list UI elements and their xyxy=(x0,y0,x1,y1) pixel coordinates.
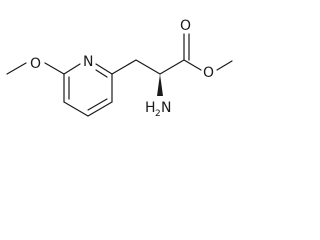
bond-ccarbonyl-oester xyxy=(183,59,202,71)
bond-o-ring-c6 xyxy=(44,62,65,75)
bond-n1-c2 xyxy=(95,63,113,75)
atom-ring-nitrogen: N xyxy=(83,54,93,70)
bond-n1-c2-inner xyxy=(95,69,108,78)
bond-c3-c4-inner xyxy=(87,98,108,111)
bond-c2-ch2 xyxy=(111,59,137,75)
bond-c6-n1 xyxy=(63,63,81,75)
wedge-bond-amine xyxy=(157,74,163,96)
structure-diagram: O N O O H 2 N xyxy=(6,18,233,119)
atom-ester-oxygen: O xyxy=(203,65,214,81)
bond-c3-c4 xyxy=(87,101,113,117)
bond-methyl-o-left xyxy=(6,62,27,75)
bond-oester-methyl xyxy=(216,60,233,71)
atom-carbonyl-oxygen: O xyxy=(180,18,191,34)
molecule-drawing: O N O O H 2 N xyxy=(6,18,233,119)
atom-amine-subscript: 2 xyxy=(155,109,161,119)
atom-methoxy-oxygen: O xyxy=(30,56,41,72)
atom-amine-n: N xyxy=(161,100,171,116)
bond-c4-c5 xyxy=(63,101,89,117)
bond-ch2-calpha xyxy=(135,59,161,75)
atom-amine-h: H xyxy=(145,100,156,116)
bond-calpha-ccarbonyl xyxy=(159,59,185,75)
